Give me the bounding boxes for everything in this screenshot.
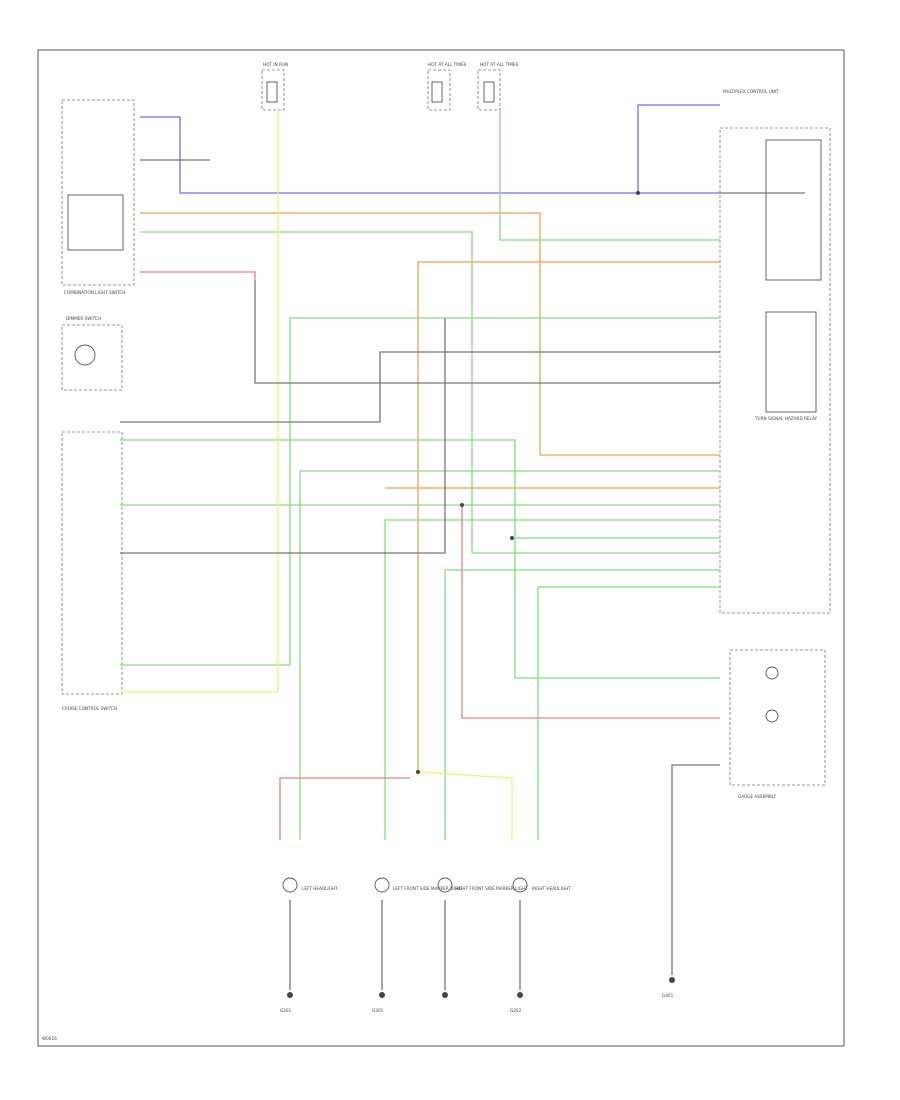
green-wire-c — [120, 317, 720, 666]
lamp-3 — [437, 877, 453, 893]
gray-wire-c — [120, 351, 720, 423]
ground-point-4 — [517, 992, 523, 998]
ground-point-1 — [287, 992, 293, 998]
dimmer-switch: DIMMER SWITCH — [61, 316, 123, 391]
headlight-right-label: RIGHT FRONT SIDE MARKER LIGHT — [455, 886, 528, 891]
left-panel-label: COMBINATION LIGHT SWITCH — [64, 290, 125, 295]
right-lower-label: GAUGE ASSEMBLY — [738, 794, 776, 799]
ground-2-label: G301 — [372, 1008, 384, 1013]
yellow-wire-low — [417, 771, 513, 840]
ground-1-label: G201 — [280, 1008, 292, 1013]
control-unit-label: MULTIPLEX CONTROL UNIT — [723, 89, 779, 94]
gauge-assembly: GAUGE ASSEMBLY — [729, 649, 826, 799]
control-unit: MULTIPLEX CONTROL UNIT TURN SIGNAL HAZAR… — [719, 89, 831, 614]
lamp-1 — [282, 877, 298, 893]
diagram-frame — [37, 49, 845, 1047]
ground-point-5 — [669, 977, 675, 983]
green-wire-g — [537, 586, 720, 840]
wires-blue — [140, 104, 720, 194]
green-wire-d — [299, 470, 720, 840]
green-wire-top — [140, 231, 720, 554]
headlight-right2-label: RIGHT HEADLIGHT — [532, 886, 571, 891]
fuse-box-left: HOT IN RUN — [261, 62, 288, 111]
junction-3 — [510, 536, 514, 540]
lamp-2 — [374, 877, 390, 893]
dimmer-label: DIMMER SWITCH — [66, 316, 101, 321]
orange-wire-mid — [417, 261, 720, 772]
fuse-box-top-right-label: HOT AT ALL TIMES — [480, 62, 519, 67]
ground-point-3 — [442, 992, 448, 998]
red-wire-bottom — [279, 777, 410, 840]
blue-wire-top — [140, 116, 720, 194]
gray-wire-d — [120, 318, 446, 554]
headlight-left2-label: LEFT FRONT SIDE MARKER LIGHT — [393, 886, 463, 891]
red-wire-low — [461, 505, 720, 719]
green-wire-f — [444, 569, 720, 840]
wires-green — [120, 110, 720, 840]
fuse-box-right: HOT AT ALL TIMES — [477, 62, 519, 111]
junction-1 — [636, 191, 640, 195]
green-wire-h — [514, 538, 720, 679]
junction-2 — [460, 503, 464, 507]
ground-point-2 — [379, 992, 385, 998]
ground-3-label: G202 — [510, 1008, 522, 1013]
grounds: G201 G301 G202 G401 — [280, 977, 675, 1013]
turn-signal-label: TURN SIGNAL HAZARD RELAY — [754, 416, 818, 421]
junction-4 — [416, 770, 420, 774]
red-wire-top — [140, 271, 256, 280]
junction-dots — [416, 191, 640, 774]
fuse-box-top-mid-label: HOT AT ALL TIMES — [428, 62, 467, 67]
ground-wires — [289, 900, 521, 990]
wires-gray — [120, 159, 805, 975]
cruise-switch: CRUISE CONTROL SWITCH — [61, 431, 123, 711]
green-wire-fuse — [499, 110, 720, 241]
cruise-label: CRUISE CONTROL SWITCH — [62, 706, 117, 711]
lamp-4 — [512, 877, 528, 893]
combination-switch-box: COMBINATION LIGHT SWITCH — [61, 99, 135, 295]
fuse-box-top-left-label: HOT IN RUN — [263, 62, 288, 67]
footer-code: W0016 — [42, 1036, 57, 1041]
fuse-box-mid: HOT AT ALL TIMES — [427, 62, 467, 111]
gray-wire-b — [254, 280, 720, 384]
lamps: LEFT HEADLIGHT LEFT FRONT SIDE MARKER LI… — [282, 877, 571, 893]
green-wire-e — [384, 519, 720, 840]
wires-red — [140, 271, 720, 840]
wires-yellow — [120, 110, 513, 840]
green-wire-a — [120, 439, 720, 539]
orange-wire-top — [140, 212, 720, 456]
blue-wire-right — [637, 104, 720, 193]
gray-wire-e — [671, 764, 720, 975]
ground-4-label: G401 — [662, 993, 674, 998]
yellow-wire-top — [120, 110, 279, 693]
headlight-left-label: LEFT HEADLIGHT — [302, 886, 338, 891]
wires-orange — [140, 212, 720, 772]
